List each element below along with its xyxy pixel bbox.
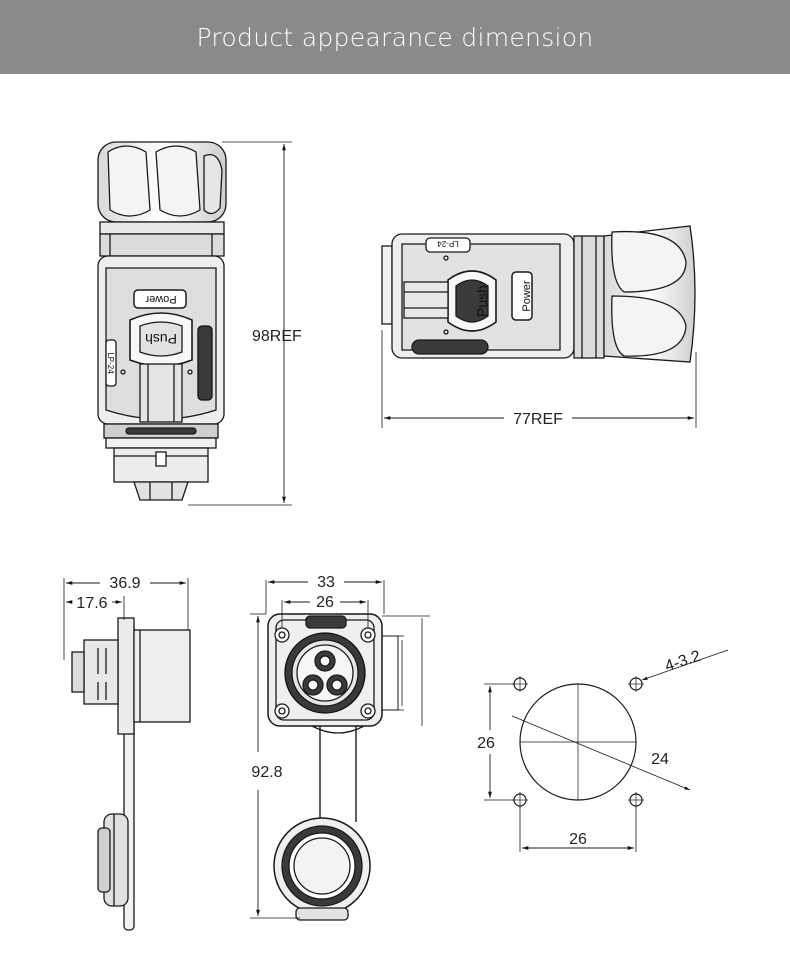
side-view xyxy=(381,225,697,428)
panel-hole-spacing-dim: 26 xyxy=(316,594,334,611)
front-model-label: LP-24 xyxy=(106,352,115,374)
side-power-label: Power xyxy=(521,280,533,312)
cutout-hole-spec-dim: 4-3.2 xyxy=(663,648,703,675)
panel-cutout-view xyxy=(484,649,729,852)
panel-side-view xyxy=(63,578,191,931)
cutout-vertical-spacing-dim: 26 xyxy=(477,735,495,752)
header-banner: Product appearance dimension xyxy=(0,0,790,74)
panel-outer-width-dim: 33 xyxy=(317,574,335,591)
panel-front-view xyxy=(250,580,430,921)
front-height-dim: 98REF xyxy=(252,328,302,345)
cutout-horizontal-spacing-dim: 26 xyxy=(569,831,587,848)
cutout-diameter-dim: 24 xyxy=(651,751,669,768)
panel-overall-width-dim: 36.9 xyxy=(109,575,140,592)
front-view xyxy=(97,141,292,506)
side-model-label: LP-24 xyxy=(437,239,459,248)
page-title: Product appearance dimension xyxy=(196,22,594,52)
panel-flange-offset-dim: 17.6 xyxy=(76,595,107,612)
side-push-label: Push xyxy=(474,285,490,317)
panel-overall-height-dim: 92.8 xyxy=(251,764,282,781)
front-push-label: Push xyxy=(145,331,177,347)
front-power-label: Power xyxy=(145,293,177,305)
side-length-dim: 77REF xyxy=(513,411,563,428)
